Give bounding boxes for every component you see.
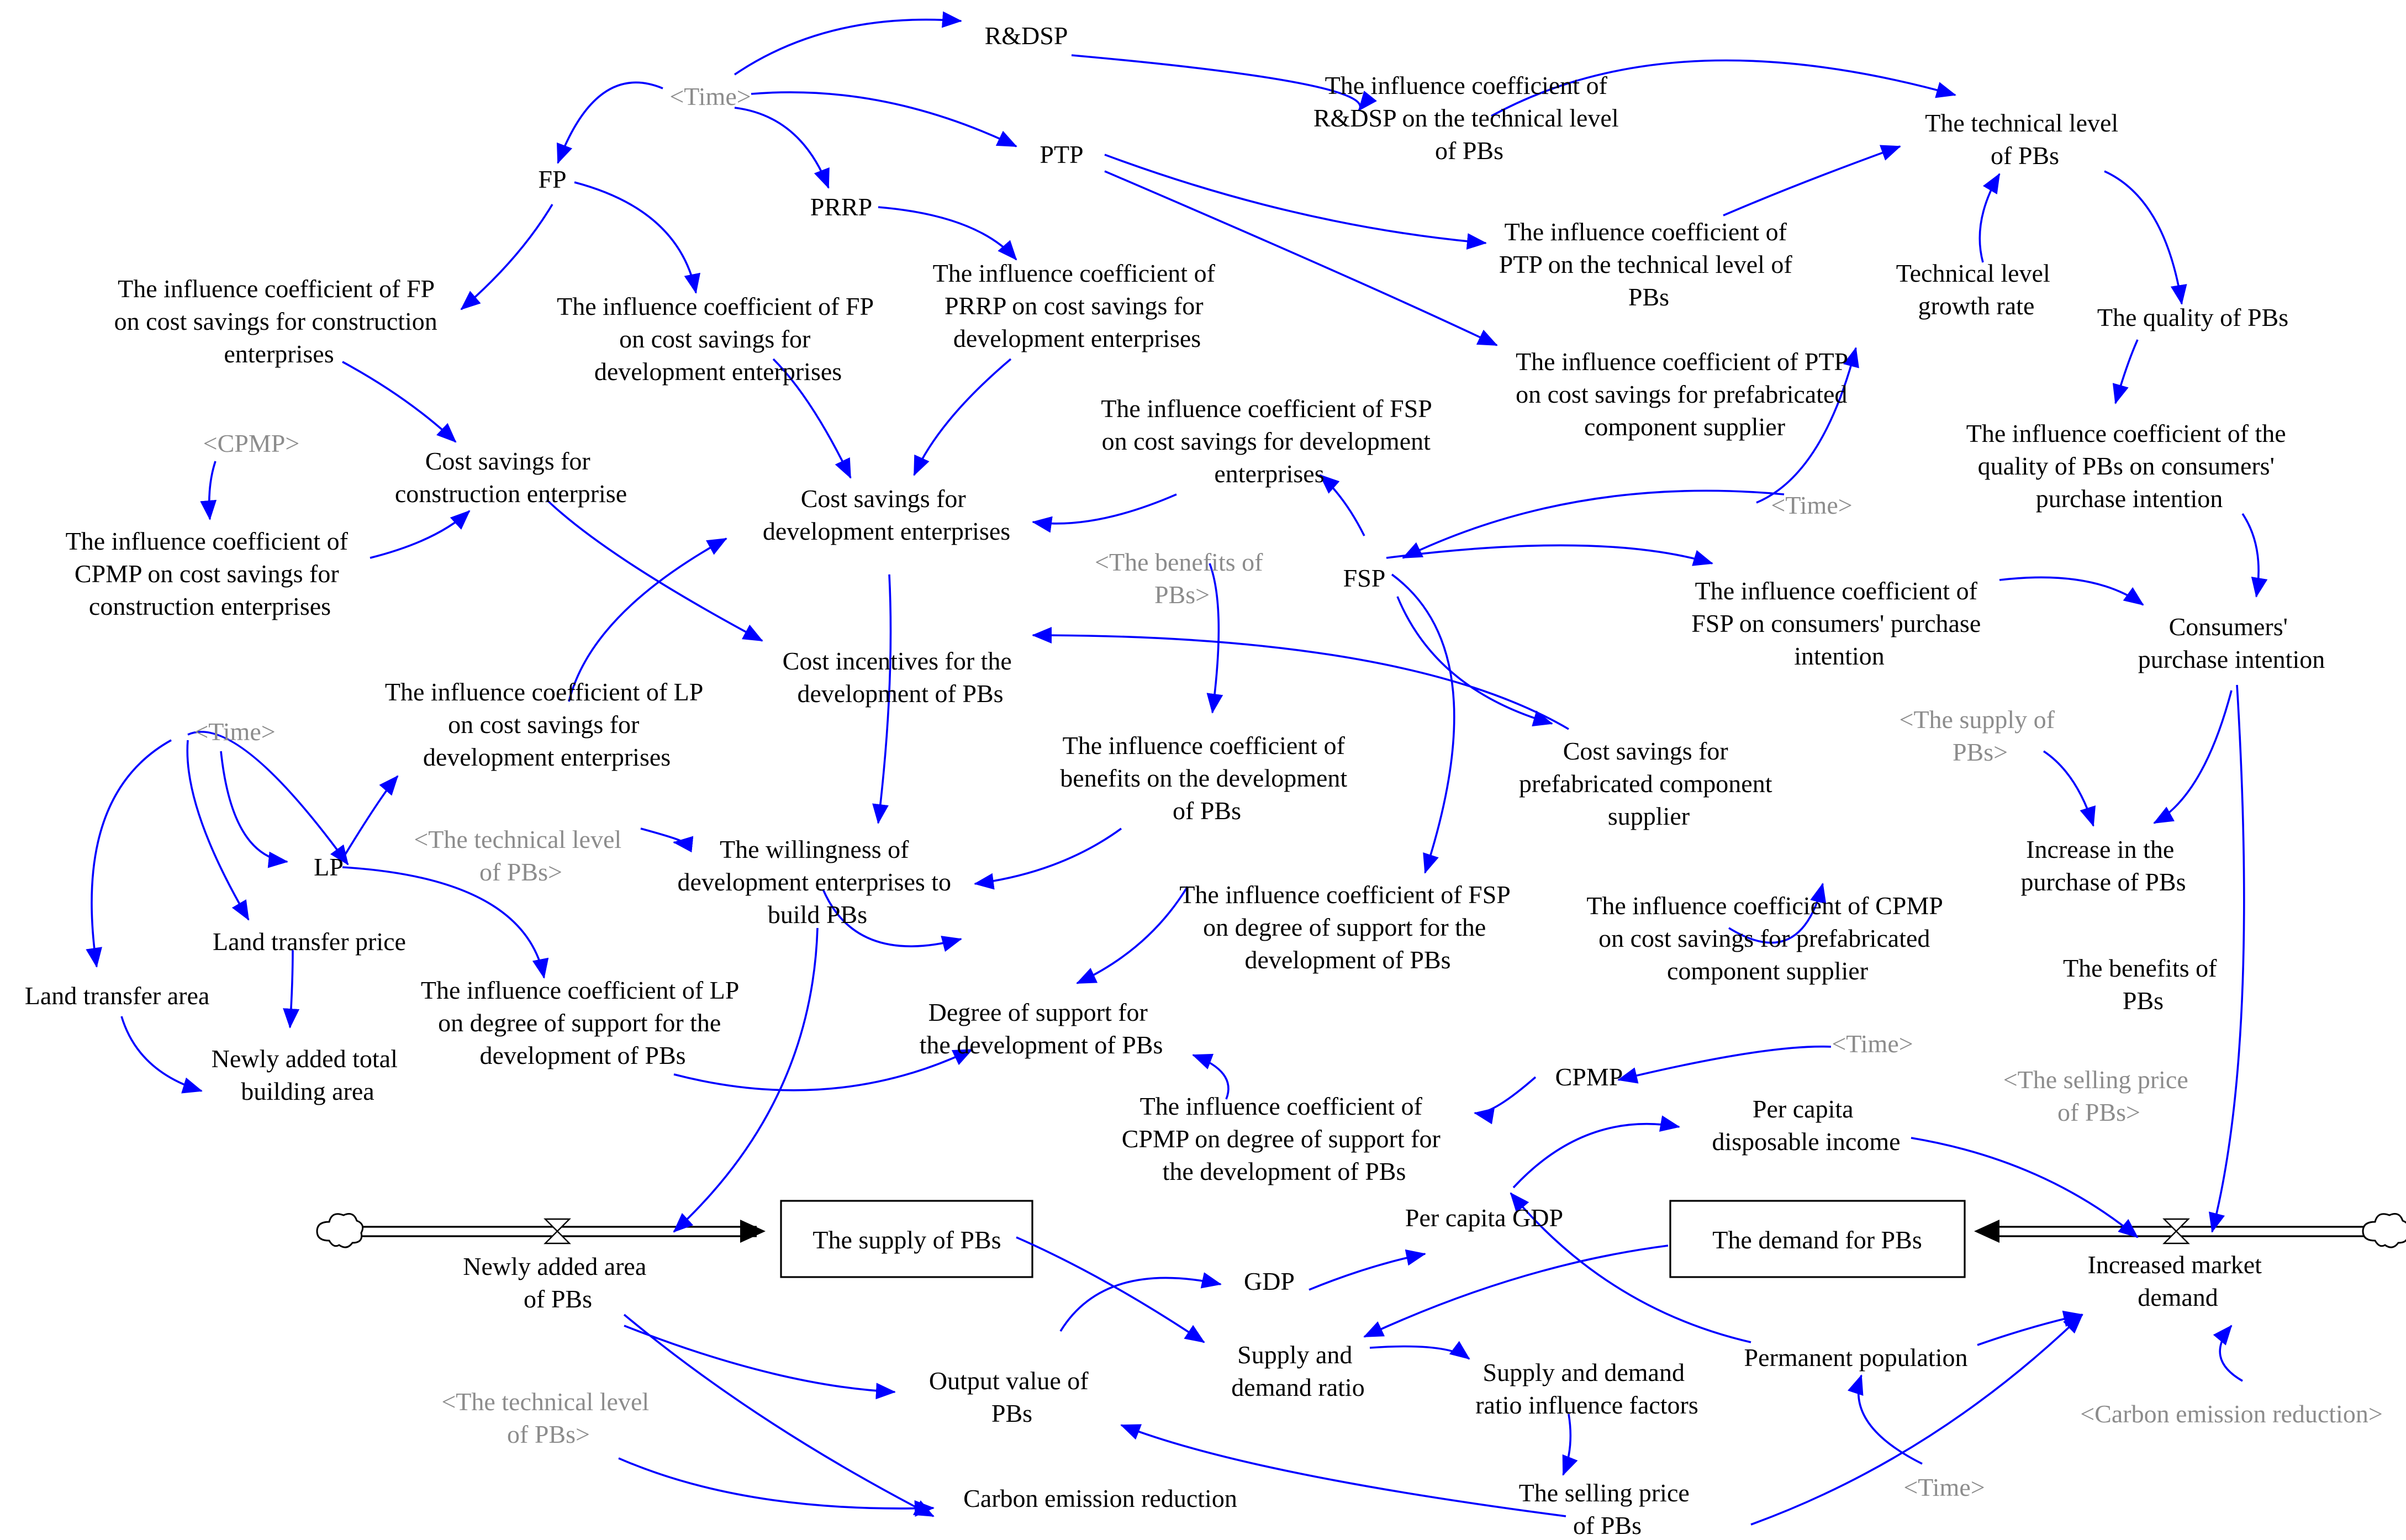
- node-carbon-shadow: <Carbon emission reduction>: [2080, 1400, 2383, 1428]
- node-output-value: Output value of PBs: [929, 1367, 1095, 1427]
- node-land-price: Land transfer price: [213, 927, 406, 956]
- node-time-cpmp: <Time>: [1832, 1030, 1913, 1058]
- valve-icon-supply-flow: [544, 1218, 571, 1244]
- node-new-area-flow: Newly added area of PBs: [463, 1252, 653, 1313]
- node-selling-price: The selling price of PBs: [1519, 1479, 1696, 1539]
- node-tech-growth: Technical level growth rate: [1896, 259, 2057, 320]
- node-ic-quality-purchase: The influence coefficient of the quality…: [1966, 419, 2292, 513]
- node-quality: The quality of PBs: [2097, 303, 2288, 331]
- node-demand-stock: The demand for PBs: [1712, 1226, 1922, 1254]
- node-ic-fsp-purchase: The influence coefficient of FSP on cons…: [1691, 577, 1987, 670]
- node-increase-purchase: Increase in the purchase of PBs: [2021, 835, 2186, 896]
- node-ic-cpmp-construction: The influence coefficient of CPMP on cos…: [66, 527, 355, 620]
- node-cost-incentives: Cost incentives for the development of P…: [783, 647, 1019, 708]
- node-fsp: FSP: [1343, 564, 1386, 592]
- node-market-flow: Increased market demand: [2088, 1251, 2268, 1311]
- node-time-right: <Time>: [1771, 491, 1852, 519]
- node-sd-factors: Supply and demand ratio influence factor…: [1475, 1358, 1698, 1419]
- node-supply-stock: The supply of PBs: [812, 1226, 1001, 1254]
- node-cs-development: Cost savings for development enterprises: [763, 484, 1010, 545]
- node-rdsp: R&DSP: [985, 22, 1068, 50]
- node-cpmp-shadow: <CPMP>: [203, 429, 300, 457]
- node-new-total-area: Newly added total building area: [212, 1045, 404, 1105]
- node-ic-prrp-development: The influence coefficient of PRRP on cos…: [933, 259, 1222, 352]
- node-willingness: The willingness of development enterpris…: [677, 835, 957, 929]
- node-ic-rdsp-tech: The influence coefficient of R&DSP on th…: [1313, 71, 1625, 165]
- node-ic-fp-development: The influence coefficient of FP on cost …: [557, 292, 879, 386]
- node-ic-cpmp-supplier: The influence coefficient of CPMP on cos…: [1586, 892, 1948, 985]
- node-time-bottom: <Time>: [1903, 1473, 1985, 1501]
- node-selling-shadow: <The selling price of PBs>: [2003, 1066, 2195, 1126]
- node-gdp: GDP: [1244, 1267, 1295, 1295]
- node-supply-shadow: <The supply of PBs>: [1900, 705, 2061, 766]
- stock-supply-box: [780, 1200, 1033, 1278]
- node-ic-fsp-support: The influence coefficient of FSP on degr…: [1179, 880, 1516, 974]
- node-ptp: PTP: [1040, 140, 1083, 168]
- node-ic-cpmp-support: The influence coefficient of CPMP on deg…: [1122, 1092, 1447, 1185]
- node-benefits: The benefits of PBs: [2063, 954, 2223, 1015]
- node-per-capita-income: Per capita disposable income: [1712, 1095, 1900, 1156]
- node-sd-ratio: Supply and demand ratio: [1231, 1341, 1364, 1401]
- node-ic-fp-construction: The influence coefficient of FP on cost …: [114, 275, 444, 368]
- labels: R&DSP <Time> FP PRRP PTP The influence c…: [25, 22, 2383, 1539]
- node-ic-ptp-tech: The influence coefficient of PTP on the …: [1499, 218, 1798, 311]
- node-tech-shadow-bottom: <The technical level of PBs>: [441, 1388, 655, 1448]
- cloud-icon-source: [316, 1213, 364, 1248]
- node-cpmp: CPMP: [1555, 1063, 1623, 1091]
- stock-demand-box: [1669, 1200, 1966, 1278]
- node-time-left: <Time>: [194, 718, 275, 746]
- node-ic-lp-support: The influence coefficient of LP on degre…: [421, 976, 745, 1069]
- causal-links: [86, 11, 2268, 1526]
- node-fp: FP: [538, 165, 566, 193]
- node-cs-construction: Cost savings for construction enterprise: [395, 447, 627, 508]
- node-benefits-shadow: <The benefits of PBs>: [1095, 548, 1269, 609]
- node-purchase-intention: Consumers' purchase intention: [2138, 613, 2325, 673]
- node-land-area: Land transfer area: [25, 982, 210, 1010]
- cloud-icon-sink: [2362, 1213, 2406, 1248]
- node-tech-shadow-mid: <The technical level of PBs>: [414, 825, 627, 886]
- node-cs-supplier: Cost savings for prefabricated component…: [1519, 737, 1779, 830]
- node-tech-level: The technical level of PBs: [1925, 109, 2124, 170]
- node-ic-ptp-supplier: The influence coefficient of PTP on cost…: [1516, 347, 1854, 441]
- node-permanent-pop: Permanent population: [1744, 1343, 1968, 1372]
- node-carbon: Carbon emission reduction: [963, 1484, 1237, 1512]
- node-per-capita-gdp: Per capita GDP: [1405, 1204, 1563, 1232]
- node-prrp: PRRP: [810, 193, 873, 221]
- node-ic-lp-development: The influence coefficient of LP on cost …: [385, 678, 709, 771]
- node-time-top: <Time>: [669, 82, 751, 110]
- node-degree-support: Degree of support for the development of…: [920, 998, 1163, 1059]
- valve-icon-demand-flow: [2162, 1218, 2190, 1244]
- flow-pipes: [351, 1220, 2367, 1243]
- node-lp: LP: [314, 853, 344, 881]
- node-ic-benefits: The influence coefficient of benefits on…: [1060, 731, 1353, 825]
- node-ic-fsp-development: The influence coefficient of FSP on cost…: [1101, 394, 1437, 488]
